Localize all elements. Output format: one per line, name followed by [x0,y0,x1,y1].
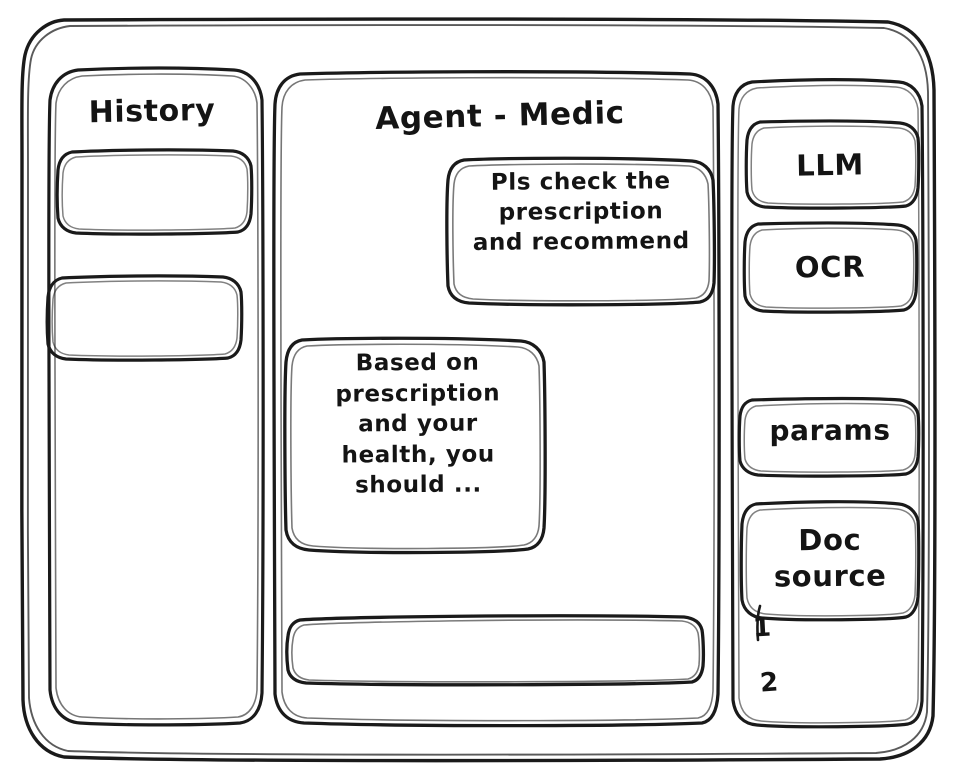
user-message-bubble: Pls check the prescription and recommend [472,168,690,256]
tool-button-ocr[interactable]: OCR [794,249,866,285]
page-title: Agent - Medic [374,94,626,138]
history-item-2[interactable] [46,276,244,362]
doc-source-button[interactable]: Doc source [773,522,887,594]
tool-button-llm[interactable]: LLM [795,147,865,183]
tool-button-params[interactable]: params [769,413,891,448]
doc-source-item-1[interactable]: 1 [752,612,772,644]
history-item-1[interactable] [56,150,254,236]
history-panel-title: History [88,92,216,131]
doc-source-item-2[interactable]: 2 [758,667,780,699]
assistant-message-bubble: Based on prescription and your health, y… [335,349,501,499]
message-input[interactable] [288,617,704,683]
